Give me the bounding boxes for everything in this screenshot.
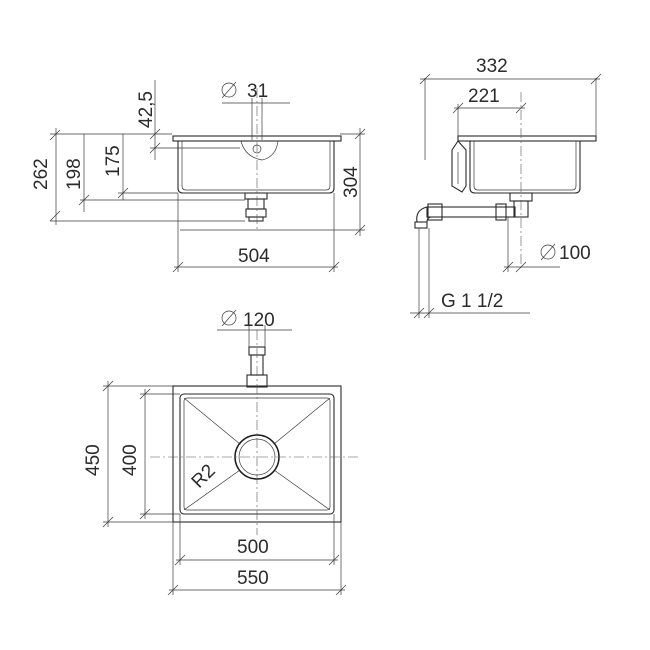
side-dia-outlet: 100	[559, 243, 591, 264]
front-height-inner: 175	[103, 145, 124, 177]
front-rim	[172, 135, 342, 142]
top-outer-width: 550	[237, 568, 269, 589]
side-rim	[457, 135, 597, 142]
top-inner-width: 500	[237, 537, 269, 558]
front-dia-drain: 31	[247, 81, 268, 102]
side-waste-pipe	[414, 192, 533, 229]
front-overflow-height: 42,5	[136, 91, 157, 128]
front-drain	[244, 192, 268, 222]
side-depth-outer: 332	[476, 56, 508, 77]
front-height-outlet: 198	[64, 158, 85, 190]
top-inner-depth: 400	[120, 444, 141, 476]
side-bowl	[469, 141, 581, 194]
side-overflow-pipe	[451, 140, 467, 193]
front-height-total: 262	[31, 158, 52, 190]
top-dia-overflow: 120	[243, 310, 275, 331]
top-view: 120 450 400 R2 500 550	[83, 309, 360, 596]
top-outer-depth: 450	[83, 444, 104, 476]
front-bowl	[177, 141, 335, 194]
front-view: 31 42,5 262 198 175 304 504	[31, 80, 366, 273]
side-thread: G 1 1/2	[441, 291, 503, 312]
side-depth-inner: 221	[468, 86, 500, 107]
front-overflow	[240, 140, 279, 161]
side-view: 332 221 100 G 1 1/2	[410, 56, 602, 319]
front-width: 504	[238, 246, 270, 267]
front-height-right: 304	[341, 166, 362, 198]
